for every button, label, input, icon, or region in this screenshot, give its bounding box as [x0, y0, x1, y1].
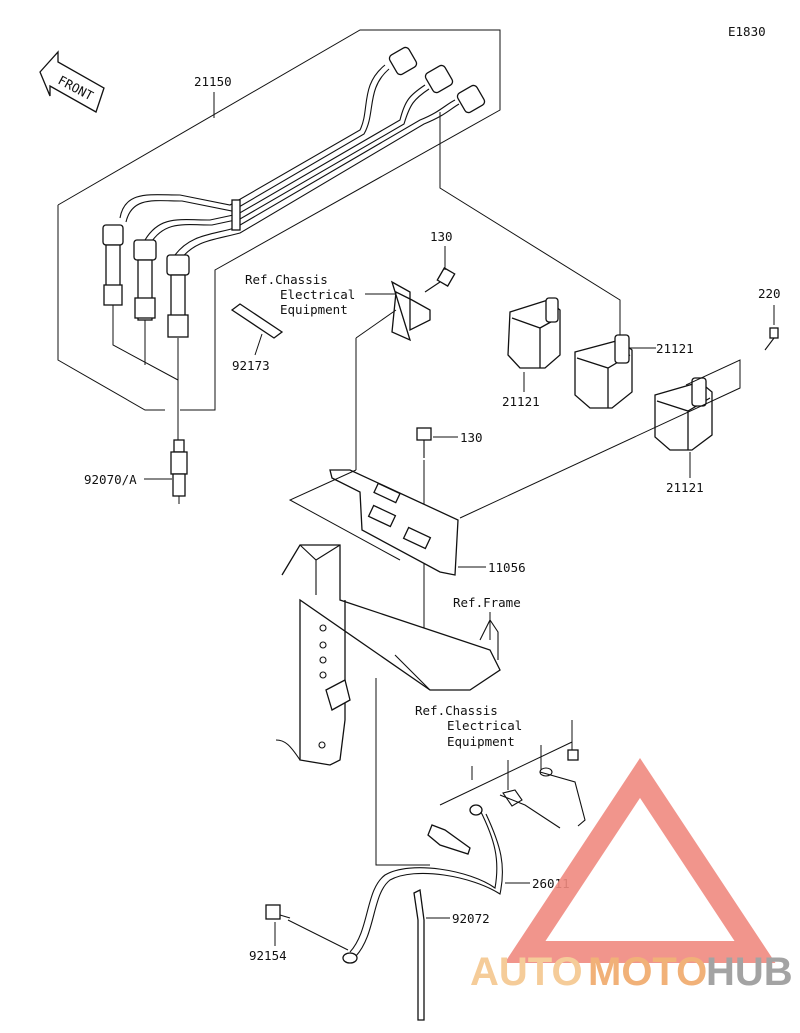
bolt-220 [764, 327, 779, 351]
callout-bracket: 11056 [488, 560, 526, 575]
ref-chassis-top-line3: Equipment [280, 302, 348, 317]
ignition-coil-b [574, 334, 633, 409]
ref-chassis-top-line1: Ref.Chassis [245, 272, 328, 287]
cable-band [413, 889, 425, 1021]
callout-band: 92072 [452, 911, 490, 926]
ground-lead [342, 749, 586, 964]
wire-set-frame [57, 29, 501, 411]
ignition-coil-c [654, 377, 713, 451]
ref-chassis-bottom-line1: Ref.Chassis [415, 703, 498, 718]
bolt-130-top [424, 267, 456, 293]
ref-chassis-bottom-line2: Electrical [447, 718, 522, 733]
callout-spark-plug: 92070/A [84, 472, 137, 487]
callout-bolt-130-top: 130 [430, 229, 453, 244]
diagram-code: E1830 [728, 24, 766, 39]
frame-structure [275, 544, 501, 766]
callout-coil-c: 21121 [666, 480, 704, 495]
callout-coil-a: 21121 [502, 394, 540, 409]
ref-chassis-bottom-line3: Equipment [447, 734, 515, 749]
coil-bracket [329, 469, 459, 576]
callout-bolt-92154: 92154 [249, 948, 287, 963]
watermark-moto: MOTO [588, 950, 707, 994]
ignition-coil-a [507, 297, 561, 369]
mount-bracket-small [390, 280, 431, 342]
watermark-hub: HUB [706, 950, 793, 994]
watermark-auto: AUTO [470, 950, 583, 994]
callout-coil-b: 21121 [656, 341, 694, 356]
bolt-130-mid [416, 427, 432, 458]
ref-frame: Ref.Frame [453, 595, 521, 610]
bolt-92154 [265, 904, 291, 920]
ignition-wires [102, 46, 486, 338]
callout-tie: 92173 [232, 358, 270, 373]
tie-strap [230, 303, 284, 339]
front-arrow-icon: FRONT [39, 50, 105, 113]
callout-wire-set: 21150 [194, 74, 232, 89]
callout-bolt-220: 220 [758, 286, 781, 301]
watermark-logo: AUTO MOTO HUB [470, 758, 793, 994]
spark-plug [170, 439, 188, 504]
ref-chassis-top-line2: Electrical [280, 287, 355, 302]
callout-bolt-130-mid: 130 [460, 430, 483, 445]
